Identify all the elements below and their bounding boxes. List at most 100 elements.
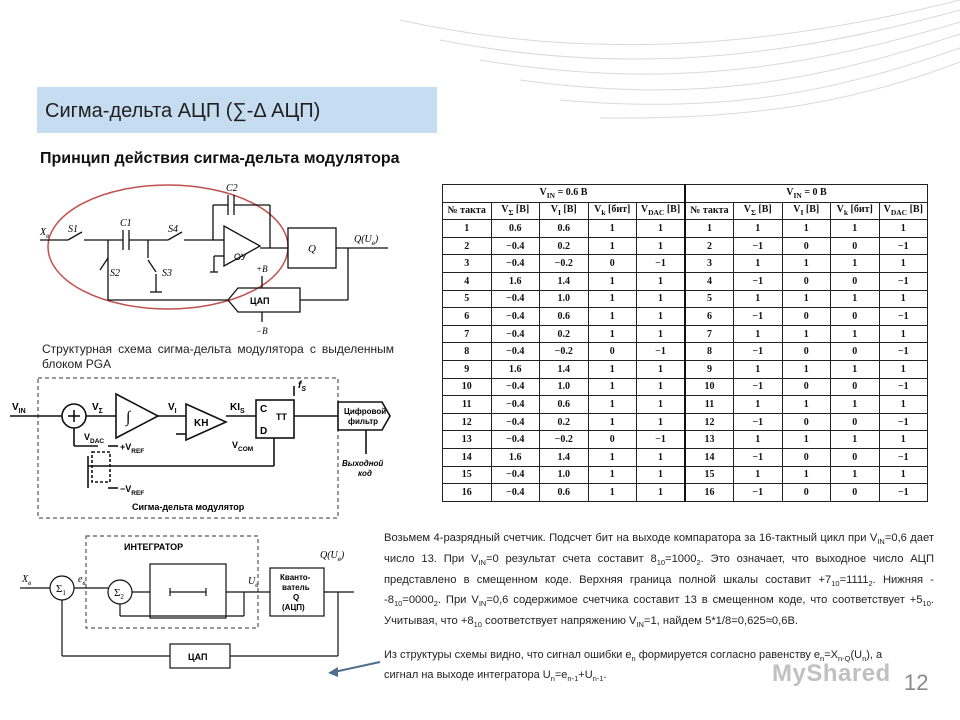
column-header: Vk [бит] — [587, 201, 637, 221]
table-cell: 0 — [781, 271, 831, 291]
table-cell: 1 — [830, 289, 880, 309]
table-cell: 14 — [684, 447, 734, 467]
d2-ki-label: KIS — [230, 402, 245, 415]
d3-quant-label-3: Q — [293, 593, 299, 602]
table-cell: 1 — [587, 307, 637, 326]
table-cell: 0 — [830, 236, 880, 256]
d1-ou-label: ОУ — [234, 252, 247, 262]
table-cell: −1 — [733, 447, 783, 467]
table-cell: 1.4 — [539, 271, 589, 291]
column-header: VΣ [B] — [490, 201, 540, 221]
table-cell: −0.2 — [539, 254, 589, 273]
d2-integral-symbol: ∫ — [125, 409, 132, 427]
table-cell: 13 — [684, 430, 734, 449]
table-cell: −1 — [878, 342, 928, 361]
slide-title: Сигма-дельта АЦП (∑-Δ АЦП) — [45, 100, 321, 122]
table-cell: 0 — [781, 377, 831, 397]
table-cell: 1 — [587, 377, 637, 397]
table-cell: 1 — [733, 395, 783, 414]
table-cell: 0 — [781, 307, 831, 326]
structure-note: Из структуры схемы видно, что сигнал оши… — [384, 649, 883, 684]
table-cell: 1 — [587, 483, 637, 502]
table-cell: −0.4 — [490, 236, 540, 256]
table-cell: 0 — [830, 377, 880, 397]
table-cell: −1 — [878, 377, 928, 397]
d1-s4-label: S4 — [168, 224, 178, 235]
d2-filter-label-1: Цифровой — [344, 407, 386, 416]
table-cell: −0.4 — [490, 324, 540, 344]
table-cell: −1 — [733, 236, 783, 256]
page-number: 12 — [904, 670, 929, 695]
table-cell: 3 — [442, 254, 492, 273]
d3-dac-label: ЦАП — [188, 652, 207, 662]
table-cell: 0 — [587, 430, 637, 449]
d2-vin-label: VIN — [12, 402, 26, 415]
d3-sigma2-label: Σ2 — [114, 587, 124, 601]
pga-highlight-ellipse — [47, 184, 289, 310]
table-cell: 1 — [781, 289, 831, 309]
table-cell: 4 — [684, 271, 734, 291]
table-cell: −0.4 — [490, 430, 540, 449]
table-cell: 1 — [636, 324, 686, 344]
table-cell: 1 — [587, 289, 637, 309]
table-cell: −0.4 — [490, 395, 540, 414]
d1-s2-label: S2 — [110, 268, 120, 279]
table-cell: 1 — [830, 254, 880, 273]
column-header: VDAC [B] — [878, 201, 928, 221]
table-cell: 5 — [684, 289, 734, 309]
table-cell: 1.4 — [539, 447, 589, 467]
explanation-paragraph: Возьмем 4-разрядный счетчик. Подсчет бит… — [384, 532, 935, 630]
d3-quant-label-4: (АЦП) — [282, 603, 305, 612]
title-bar: Сигма-дельта АЦП (∑-Δ АЦП) — [37, 87, 437, 133]
d3-u-label: Uв — [248, 576, 258, 589]
table-cell: −1 — [878, 236, 928, 256]
column-header: VI [B] — [781, 201, 831, 221]
table-cell: 9 — [442, 359, 492, 379]
table-cell: −1 — [878, 483, 928, 502]
table-cell: 1 — [587, 324, 637, 344]
table-cell: 10 — [684, 377, 734, 397]
table-cell: 1 — [733, 254, 783, 273]
table-cell: 1 — [636, 395, 686, 414]
table-cell: 0.2 — [539, 236, 589, 256]
table-cell: 1 — [587, 465, 637, 485]
column-header: № такта — [684, 201, 734, 221]
table-cell: 1 — [636, 236, 686, 256]
table-cell: 6 — [442, 307, 492, 326]
group-header-vin-06: VIN = 0.6 B — [442, 184, 686, 203]
d2-vcom-label: VCOM — [232, 440, 253, 453]
d3-integrator-label: ИНТЕГРАТОР — [124, 542, 183, 552]
table-cell: 1 — [587, 359, 637, 379]
table-cell: 0.6 — [539, 219, 589, 238]
table-cell: 11 — [442, 395, 492, 414]
table-cell: −0.4 — [490, 307, 540, 326]
table-cell: 0.2 — [539, 324, 589, 344]
table-cell: −1 — [878, 307, 928, 326]
table-cell: 0 — [781, 447, 831, 467]
table-cell: 1 — [878, 289, 928, 309]
d1-s1-label: S1 — [68, 224, 78, 235]
table-cell: −1 — [733, 307, 783, 326]
table-cell: 2 — [442, 236, 492, 256]
table-cell: 1 — [636, 377, 686, 397]
table-cell: 16 — [684, 483, 734, 502]
d3-output-label: Q(Uв) — [320, 550, 345, 563]
table-cell: 0.6 — [539, 483, 589, 502]
table-cell: 1 — [830, 465, 880, 485]
table-cell: 8 — [684, 342, 734, 361]
d1-minus-b-label: −B — [256, 326, 268, 336]
table-cell: 0 — [830, 412, 880, 432]
table-cell: 1 — [733, 289, 783, 309]
table-cell: 1 — [733, 359, 783, 379]
table-cell: 1 — [636, 289, 686, 309]
table-cell: 15 — [442, 465, 492, 485]
table-cell: 12 — [684, 412, 734, 432]
table-cell: 0 — [781, 412, 831, 432]
table-cell: 1.4 — [539, 359, 589, 379]
